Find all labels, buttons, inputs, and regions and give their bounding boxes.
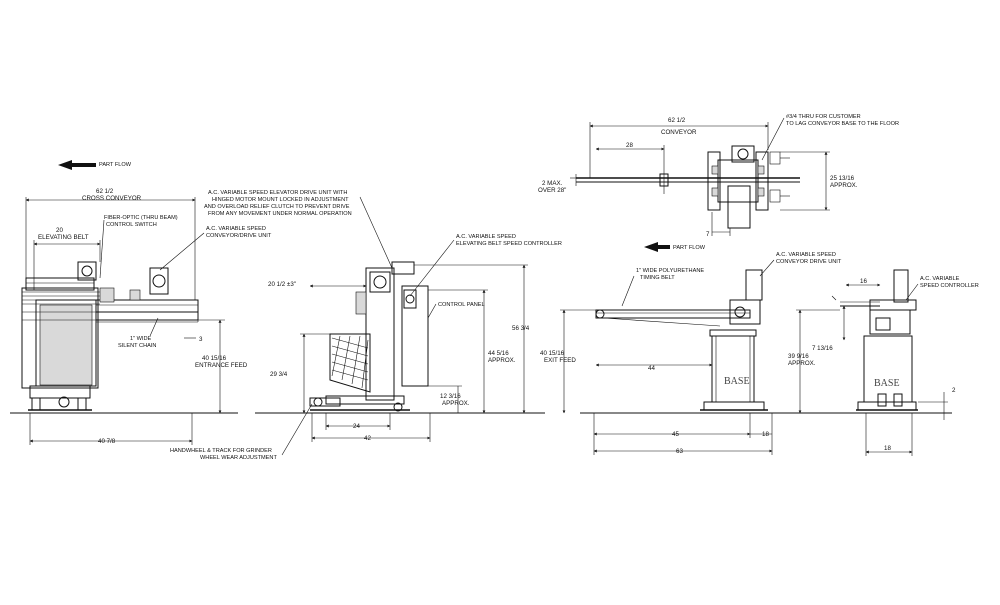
elevating-belt-label: ELEVATING BELT <box>38 234 89 241</box>
elev-44-label: APPROX. <box>488 357 516 364</box>
top-7-value: 7 <box>706 231 710 238</box>
entrance-feed-label: ENTRANCE FEED <box>195 362 248 369</box>
part-flow-label: PART FLOW <box>99 162 132 168</box>
exit-63-value: 63 <box>676 448 683 455</box>
elevating-belt-value: 20 <box>56 227 63 234</box>
side-16-value: 16 <box>860 278 867 285</box>
top-25-label: APPROX. <box>830 182 858 189</box>
top-62-label: CONVEYOR <box>661 129 697 136</box>
top-28-value: 28 <box>626 142 633 149</box>
dim-3-value: 3 <box>199 336 203 343</box>
base-label: BASE <box>874 378 900 389</box>
left-overall-value: 40 7/8 <box>98 438 116 445</box>
elev-12-value: 12 3/16 <box>440 393 461 400</box>
exit-feed-label: EXIT FEED <box>544 357 576 364</box>
exit-conveyor-view: BASE 40 15/16 EXIT FEED 44 45 18 63 1" W… <box>540 252 842 455</box>
top-25-value: 25 13/16 <box>830 175 855 182</box>
side-39-label: APPROX. <box>788 360 816 367</box>
side-2-value: 2 <box>952 387 956 394</box>
cross-conveyor-view: 62 1/2 CROSS CONVEYOR 20 ELEVATING BELT <box>21 188 272 445</box>
elev-42-value: 42 <box>364 435 371 442</box>
base-label: BASE <box>724 376 750 387</box>
elev-24-value: 24 <box>353 423 360 430</box>
cross-width-label: CROSS CONVEYOR <box>82 195 142 202</box>
cross-width-value: 62 1/2 <box>96 188 114 195</box>
exit-side-view: BASE 16 7 13/16 39 9/16 APPROX. 2 18 A.C… <box>788 269 979 456</box>
elevator-view: A.C. VARIABLE SPEED ELEVATOR DRIVE UNIT … <box>170 190 562 461</box>
side-39-value: 39 9/16 <box>788 353 809 360</box>
top-max-label: OVER 28" <box>538 187 566 194</box>
side-18-value: 18 <box>884 445 891 452</box>
elev-56-value: 56 3/4 <box>512 325 530 332</box>
exit-45-value: 45 <box>672 431 679 438</box>
top-max-value: 2 MAX. <box>542 180 563 187</box>
exit-18-value: 18 <box>762 431 769 438</box>
elev-29-value: 29 3/4 <box>270 371 288 378</box>
part-flow-arrow-left: PART FLOW <box>58 160 132 170</box>
part-flow-arrow-right: PART FLOW <box>644 242 706 252</box>
elev-20-value: 20 1/2 ±3" <box>268 281 296 288</box>
elev-12-label: APPROX. <box>442 400 470 407</box>
elev-44-value: 44 5/16 <box>488 350 509 357</box>
entrance-feed-value: 40 15/16 <box>202 355 227 362</box>
top-62-value: 62 1/2 <box>668 117 686 124</box>
exit-feed-value: 40 15/16 <box>540 350 565 357</box>
part-flow-label: PART FLOW <box>673 245 706 251</box>
side-7-value: 7 13/16 <box>812 345 833 352</box>
fiber-optic-callout: FIBER-OPTIC (THRU BEAM)CONTROL SWITCH <box>104 215 178 228</box>
control-panel-callout: CONTROL PANEL <box>438 302 485 308</box>
exit-44-value: 44 <box>648 365 655 372</box>
top-plan-view: 62 1/2 CONVEYOR 28 2 MAX. OVE <box>538 114 899 238</box>
elev-drive-callout: A.C. VARIABLE SPEED ELEVATOR DRIVE UNIT … <box>204 190 352 217</box>
